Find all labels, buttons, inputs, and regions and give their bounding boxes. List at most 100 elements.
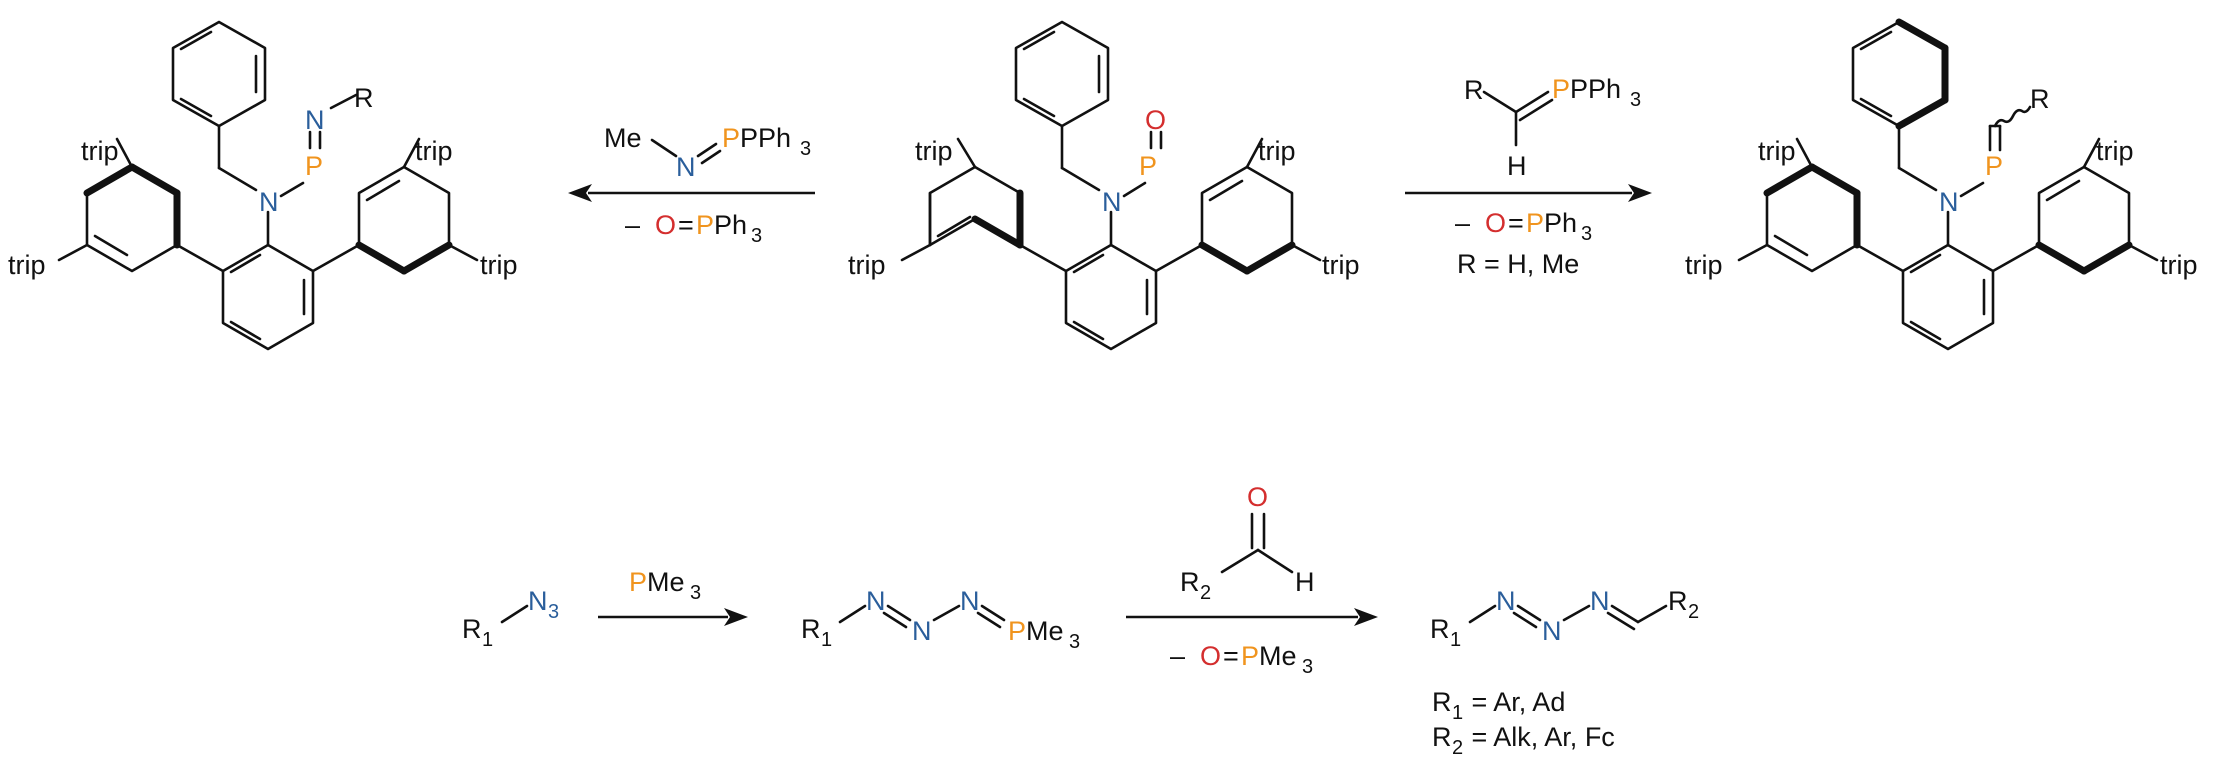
label-trip: trip (8, 250, 46, 280)
label-ph: Ph (714, 210, 747, 240)
label-ph: Ph (1544, 208, 1577, 238)
footnote-r2-text: = Alk, Ar, Fc (1464, 722, 1615, 752)
atom-h: H (1507, 151, 1527, 181)
label-pph: PPh (740, 123, 791, 153)
atom-h: H (1295, 567, 1315, 597)
atom-n: N (960, 586, 980, 616)
center-molecule: N P O trip trip trip trip (848, 20, 1360, 351)
atom-n: N (1590, 586, 1610, 616)
triazene-product: R 1 N N N R 2 (1430, 586, 1699, 651)
substituent-definitions: R 1 = Ar, Ad R 2 = Alk, Ar, Fc (1432, 687, 1615, 759)
label-trip: trip (848, 250, 886, 280)
equals-sign: = (1223, 641, 1239, 671)
minus-sign: – (1170, 641, 1185, 671)
atom-n: N (1102, 187, 1122, 217)
reagent-iminophosphorane: Me N P PPh 3 (604, 123, 811, 182)
label-me: Me (1026, 616, 1064, 646)
atom-r: R (354, 83, 374, 113)
label-trip: trip (1258, 136, 1296, 166)
reaction-arrow-pme3: P Me 3 (598, 567, 748, 626)
atom-o: O (655, 210, 676, 240)
minus-sign: – (625, 210, 640, 240)
subscript-3: 3 (751, 225, 762, 247)
reaction-arrow-left (568, 184, 815, 202)
label-pph: PPh (1570, 74, 1621, 104)
subscript-1: 1 (482, 629, 493, 651)
subscript-3: 3 (1302, 656, 1313, 678)
right-product-molecule: R N P trip trip trip trip (1685, 18, 2198, 351)
equals-sign: = (1508, 208, 1524, 238)
atom-n: N (1496, 586, 1516, 616)
atom-p: P (1241, 641, 1259, 671)
reaction-arrow-aldehyde (1126, 608, 1378, 626)
atom-n: N (912, 616, 932, 646)
label-r: R (1180, 567, 1200, 597)
subscript-3: 3 (800, 138, 811, 160)
footnote-r2-sub: 2 (1452, 737, 1463, 759)
atom-n: N (1939, 187, 1959, 217)
subscript-3: 3 (548, 601, 559, 623)
atom-p: P (629, 567, 647, 597)
aldehyde-reagent: O R 2 H (1180, 482, 1315, 604)
atom-p: P (1008, 616, 1026, 646)
label-r: R (1668, 586, 1688, 616)
atom-o: O (1485, 208, 1506, 238)
footnote-r1-sub: 1 (1452, 702, 1463, 724)
atom-n: N (259, 187, 279, 217)
footnote-r2-symbol: R (1432, 722, 1452, 752)
subscript-3: 3 (1630, 89, 1641, 111)
label-trip: trip (1758, 136, 1796, 166)
atom-o: O (1145, 105, 1166, 135)
left-product-molecule: N P N R trip trip trip trip (8, 20, 518, 351)
atom-r: R (2030, 84, 2050, 114)
atom-n: N (305, 105, 325, 135)
atom-o: O (1200, 641, 1221, 671)
atom-p: P (305, 151, 323, 181)
subscript-3: 3 (1581, 223, 1592, 245)
label-me: Me (604, 123, 642, 153)
atom-n: N (528, 586, 548, 616)
label-trip: trip (415, 136, 453, 166)
reagent-ylide: R H P PPh 3 (1464, 74, 1641, 181)
atom-n: N (866, 586, 886, 616)
label-trip: trip (81, 136, 119, 166)
atom-p: P (1139, 151, 1157, 181)
label-r: R (801, 614, 821, 644)
label-me: Me (1259, 641, 1297, 671)
subscript-3: 3 (690, 582, 701, 604)
atom-n: N (1542, 616, 1562, 646)
atom-o: O (1247, 482, 1268, 512)
label-trip: trip (1685, 250, 1723, 280)
footnote-r1-text: = Ar, Ad (1464, 687, 1565, 717)
subscript-1: 1 (821, 629, 832, 651)
subscript-2: 2 (1688, 601, 1699, 623)
reaction-arrow-right (1405, 184, 1652, 202)
label-trip: trip (1322, 250, 1360, 280)
subscript-2: 2 (1200, 582, 1211, 604)
label-r: R (462, 614, 482, 644)
subscript-3: 3 (1069, 631, 1080, 653)
phosphazide-intermediate: R 1 N N N P Me 3 (801, 586, 1080, 653)
atom-p: P (722, 123, 740, 153)
r-definition: R = H, Me (1457, 249, 1579, 279)
atom-p: P (1552, 74, 1570, 104)
atom-r: R (1464, 75, 1484, 105)
minus-sign: – (1455, 208, 1470, 238)
label-me: Me (647, 567, 685, 597)
atom-p: P (1985, 151, 2003, 181)
label-trip: trip (2160, 250, 2198, 280)
atom-n: N (676, 152, 696, 182)
label-trip: trip (480, 250, 518, 280)
atom-p: P (1526, 208, 1544, 238)
byproduct-left: – O = P Ph 3 (625, 210, 762, 247)
label-trip: trip (2096, 136, 2134, 166)
equals-sign: = (678, 210, 694, 240)
label-trip: trip (915, 136, 953, 166)
subscript-1: 1 (1450, 629, 1461, 651)
byproduct-bottom: – O = P Me 3 (1170, 641, 1313, 678)
byproduct-right: – O = P Ph 3 R = H, Me (1455, 208, 1592, 279)
label-r: R (1430, 614, 1450, 644)
azide-reactant: R 1 N 3 (462, 586, 559, 651)
footnote-r1-symbol: R (1432, 687, 1452, 717)
